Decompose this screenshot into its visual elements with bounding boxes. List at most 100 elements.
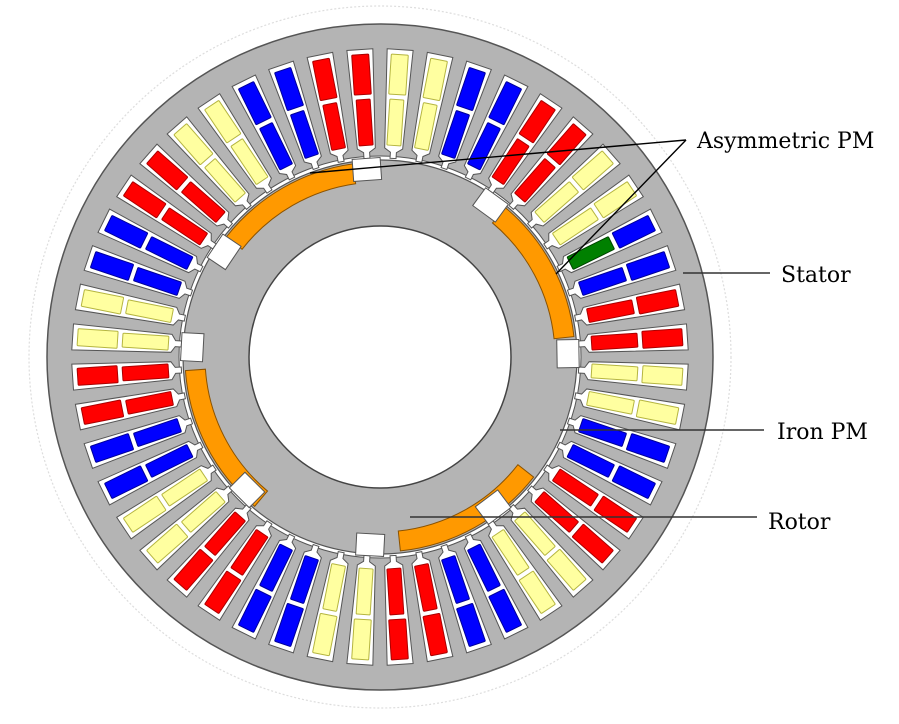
stator-slot (487, 520, 563, 622)
coil-outer (123, 495, 167, 533)
coil-outer (635, 399, 680, 425)
coil-outer (76, 328, 119, 349)
stator-slot (487, 92, 563, 194)
notch-block (472, 187, 509, 223)
coil-outer (518, 570, 556, 614)
stator-slot (438, 60, 492, 171)
housing-circle (28, 5, 732, 709)
leader-lines (309, 139, 770, 518)
coil-inner (230, 529, 269, 576)
coil-inner (259, 122, 293, 171)
coil-outer (104, 465, 149, 499)
coil-inner (259, 543, 293, 592)
coil-inner (552, 468, 599, 507)
stator-slot (231, 74, 297, 181)
stator-slot (74, 388, 186, 431)
notch-block (180, 332, 205, 363)
stator-slot (268, 60, 322, 171)
stator-slot (97, 440, 204, 506)
stator-slot (526, 143, 621, 229)
stator-slot (71, 361, 183, 391)
coil-outer (238, 81, 272, 126)
coil-outer (456, 603, 486, 647)
stator-slot (83, 245, 194, 299)
stator-slot (71, 323, 183, 353)
coil-outer (388, 53, 409, 96)
coil-inner (491, 138, 530, 185)
coil-outer (146, 523, 188, 564)
rotor-notch (206, 233, 242, 271)
coil-outer (123, 181, 167, 219)
coil-outer (90, 433, 134, 463)
coil-outer (351, 618, 372, 661)
coil-outer (238, 588, 272, 633)
asymmetric-pm (491, 206, 575, 340)
asymmetric-pm (184, 368, 269, 508)
stator-slot (115, 464, 217, 540)
coil-outer (312, 57, 338, 102)
coil-inner (590, 332, 639, 351)
coil-inner (566, 236, 615, 270)
stator-slot (556, 208, 663, 274)
coil-inner (491, 529, 530, 576)
coil-outer (422, 57, 448, 102)
rotor-notch (351, 156, 383, 182)
coil-outer (626, 251, 670, 281)
rotor-notch (474, 489, 512, 526)
stator-slot (346, 48, 376, 160)
coil-outer (488, 588, 522, 633)
coil-inner (586, 299, 635, 323)
coil-inner (386, 98, 405, 147)
rotor (180, 156, 580, 557)
notch-block (228, 471, 266, 509)
coil-inner (467, 543, 501, 592)
asymmetric-pm (225, 163, 357, 250)
coil-outer (641, 365, 684, 386)
stator-slot (74, 283, 186, 326)
rotor-notch (472, 187, 509, 223)
coil-inner (290, 110, 319, 159)
coil-outer (204, 100, 242, 144)
notch-block (556, 339, 580, 369)
coil-outer (312, 612, 338, 657)
stator-slot (566, 245, 677, 299)
rotor-notch (180, 332, 205, 363)
notch-block (474, 489, 512, 526)
coil-outer (626, 433, 670, 463)
stator-slot (268, 543, 322, 654)
stator-slot (526, 485, 621, 571)
coil-outer (488, 81, 522, 126)
coil-outer (274, 603, 304, 647)
coil-outer (388, 618, 409, 661)
coil-inner (414, 563, 438, 612)
label-rotor: Rotor (768, 510, 831, 535)
stator-slot (577, 323, 689, 353)
coil-inner (121, 363, 170, 382)
coil-outer (572, 523, 614, 564)
coil-inner (355, 567, 374, 616)
stator-slot (306, 51, 349, 163)
coil-inner (414, 102, 438, 151)
stator-slot (139, 143, 234, 229)
leader-asymmetric-pm-1 (309, 139, 687, 174)
coil-inner (590, 363, 639, 382)
coil-outer (635, 289, 680, 315)
coil-inner (566, 444, 615, 478)
stator-slot (508, 116, 594, 211)
stator-slot (463, 533, 529, 640)
coil-inner (441, 110, 470, 159)
stator-slot (508, 503, 594, 598)
coil-outer (518, 100, 556, 144)
stator-slot (411, 51, 454, 163)
stator-slot (197, 520, 273, 622)
stator-slot (438, 543, 492, 654)
coil-outer (641, 328, 684, 349)
stator-slot (139, 485, 234, 571)
stator-slot (577, 361, 689, 391)
coil-outer (422, 612, 448, 657)
notch-block (355, 532, 386, 557)
rotor-notch (228, 471, 266, 509)
coil-outer (572, 150, 614, 191)
coil-outer (611, 215, 656, 249)
